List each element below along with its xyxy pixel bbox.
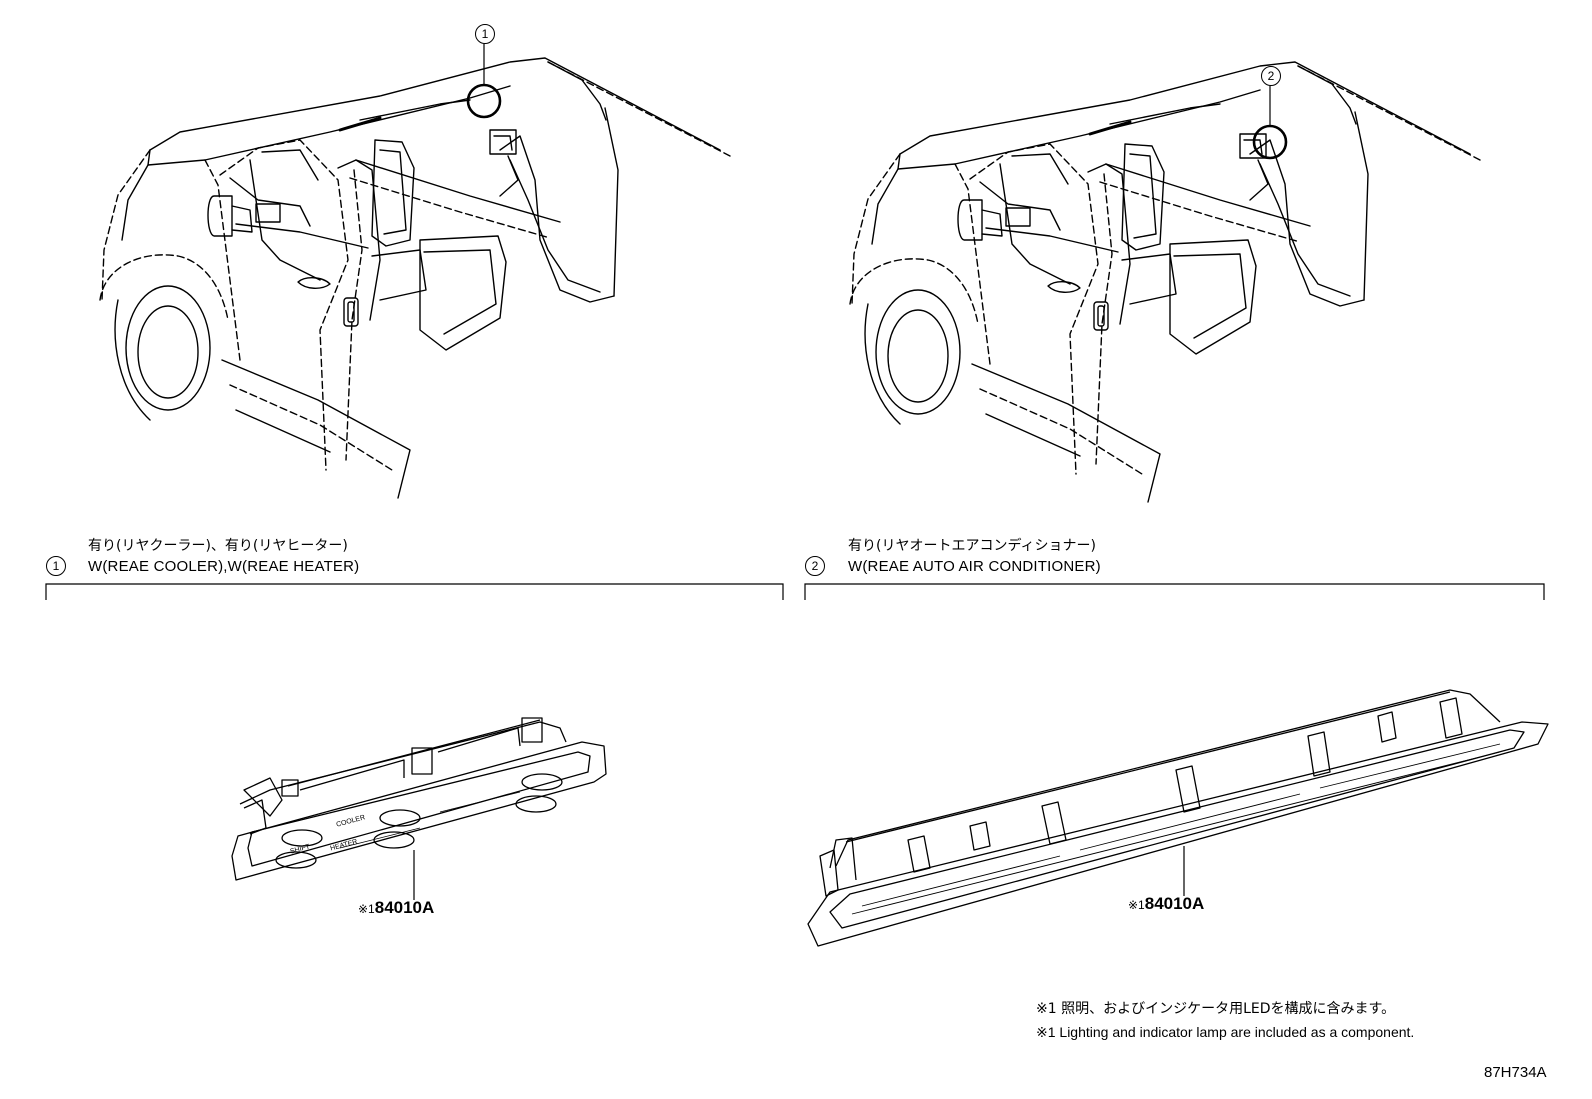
- footnote-jp: ※1 照明、およびインジケータ用LEDを構成に含みます。: [1036, 1001, 1396, 1017]
- control-panel-1: [231, 717, 607, 900]
- part-number-1: ※184010A: [358, 898, 434, 918]
- part-number-1-value: 84010A: [374, 898, 435, 917]
- location-marker-1: [466, 83, 502, 119]
- variant-1-label-en: W(REAE COOLER),W(REAE HEATER): [88, 558, 360, 575]
- diagram-code: 87H734A: [1484, 1064, 1547, 1081]
- part-number-1-note-ref: ※1: [358, 902, 375, 916]
- part-number-2-note-ref: ※1: [1128, 898, 1145, 912]
- vehicle-view-1: [98, 44, 732, 500]
- variant-1-label-jp: 有り(リヤクーラー)、有り(リヤヒーター): [88, 538, 348, 554]
- variant-2-label-jp: 有り(リヤオートエアコンディショナー): [848, 538, 1096, 554]
- control-panel-2: [807, 689, 1549, 947]
- footnote-en: ※1 Lighting and indicator lamp are inclu…: [1036, 1024, 1415, 1040]
- section-bracket-2: [804, 583, 1545, 600]
- variant-2-label-en: W(REAE AUTO AIR CONDITIONER): [848, 558, 1101, 575]
- section-bracket-1: [45, 583, 784, 600]
- vehicle-view-2: [848, 60, 1482, 504]
- variant-1-marker: 1: [46, 556, 66, 576]
- part-number-2: ※184010A: [1128, 894, 1204, 914]
- callout-number-2: 2: [1261, 66, 1281, 86]
- part-number-2-value: 84010A: [1144, 894, 1205, 913]
- variant-2-marker: 2: [805, 556, 825, 576]
- callout-number-1: 1: [475, 24, 495, 44]
